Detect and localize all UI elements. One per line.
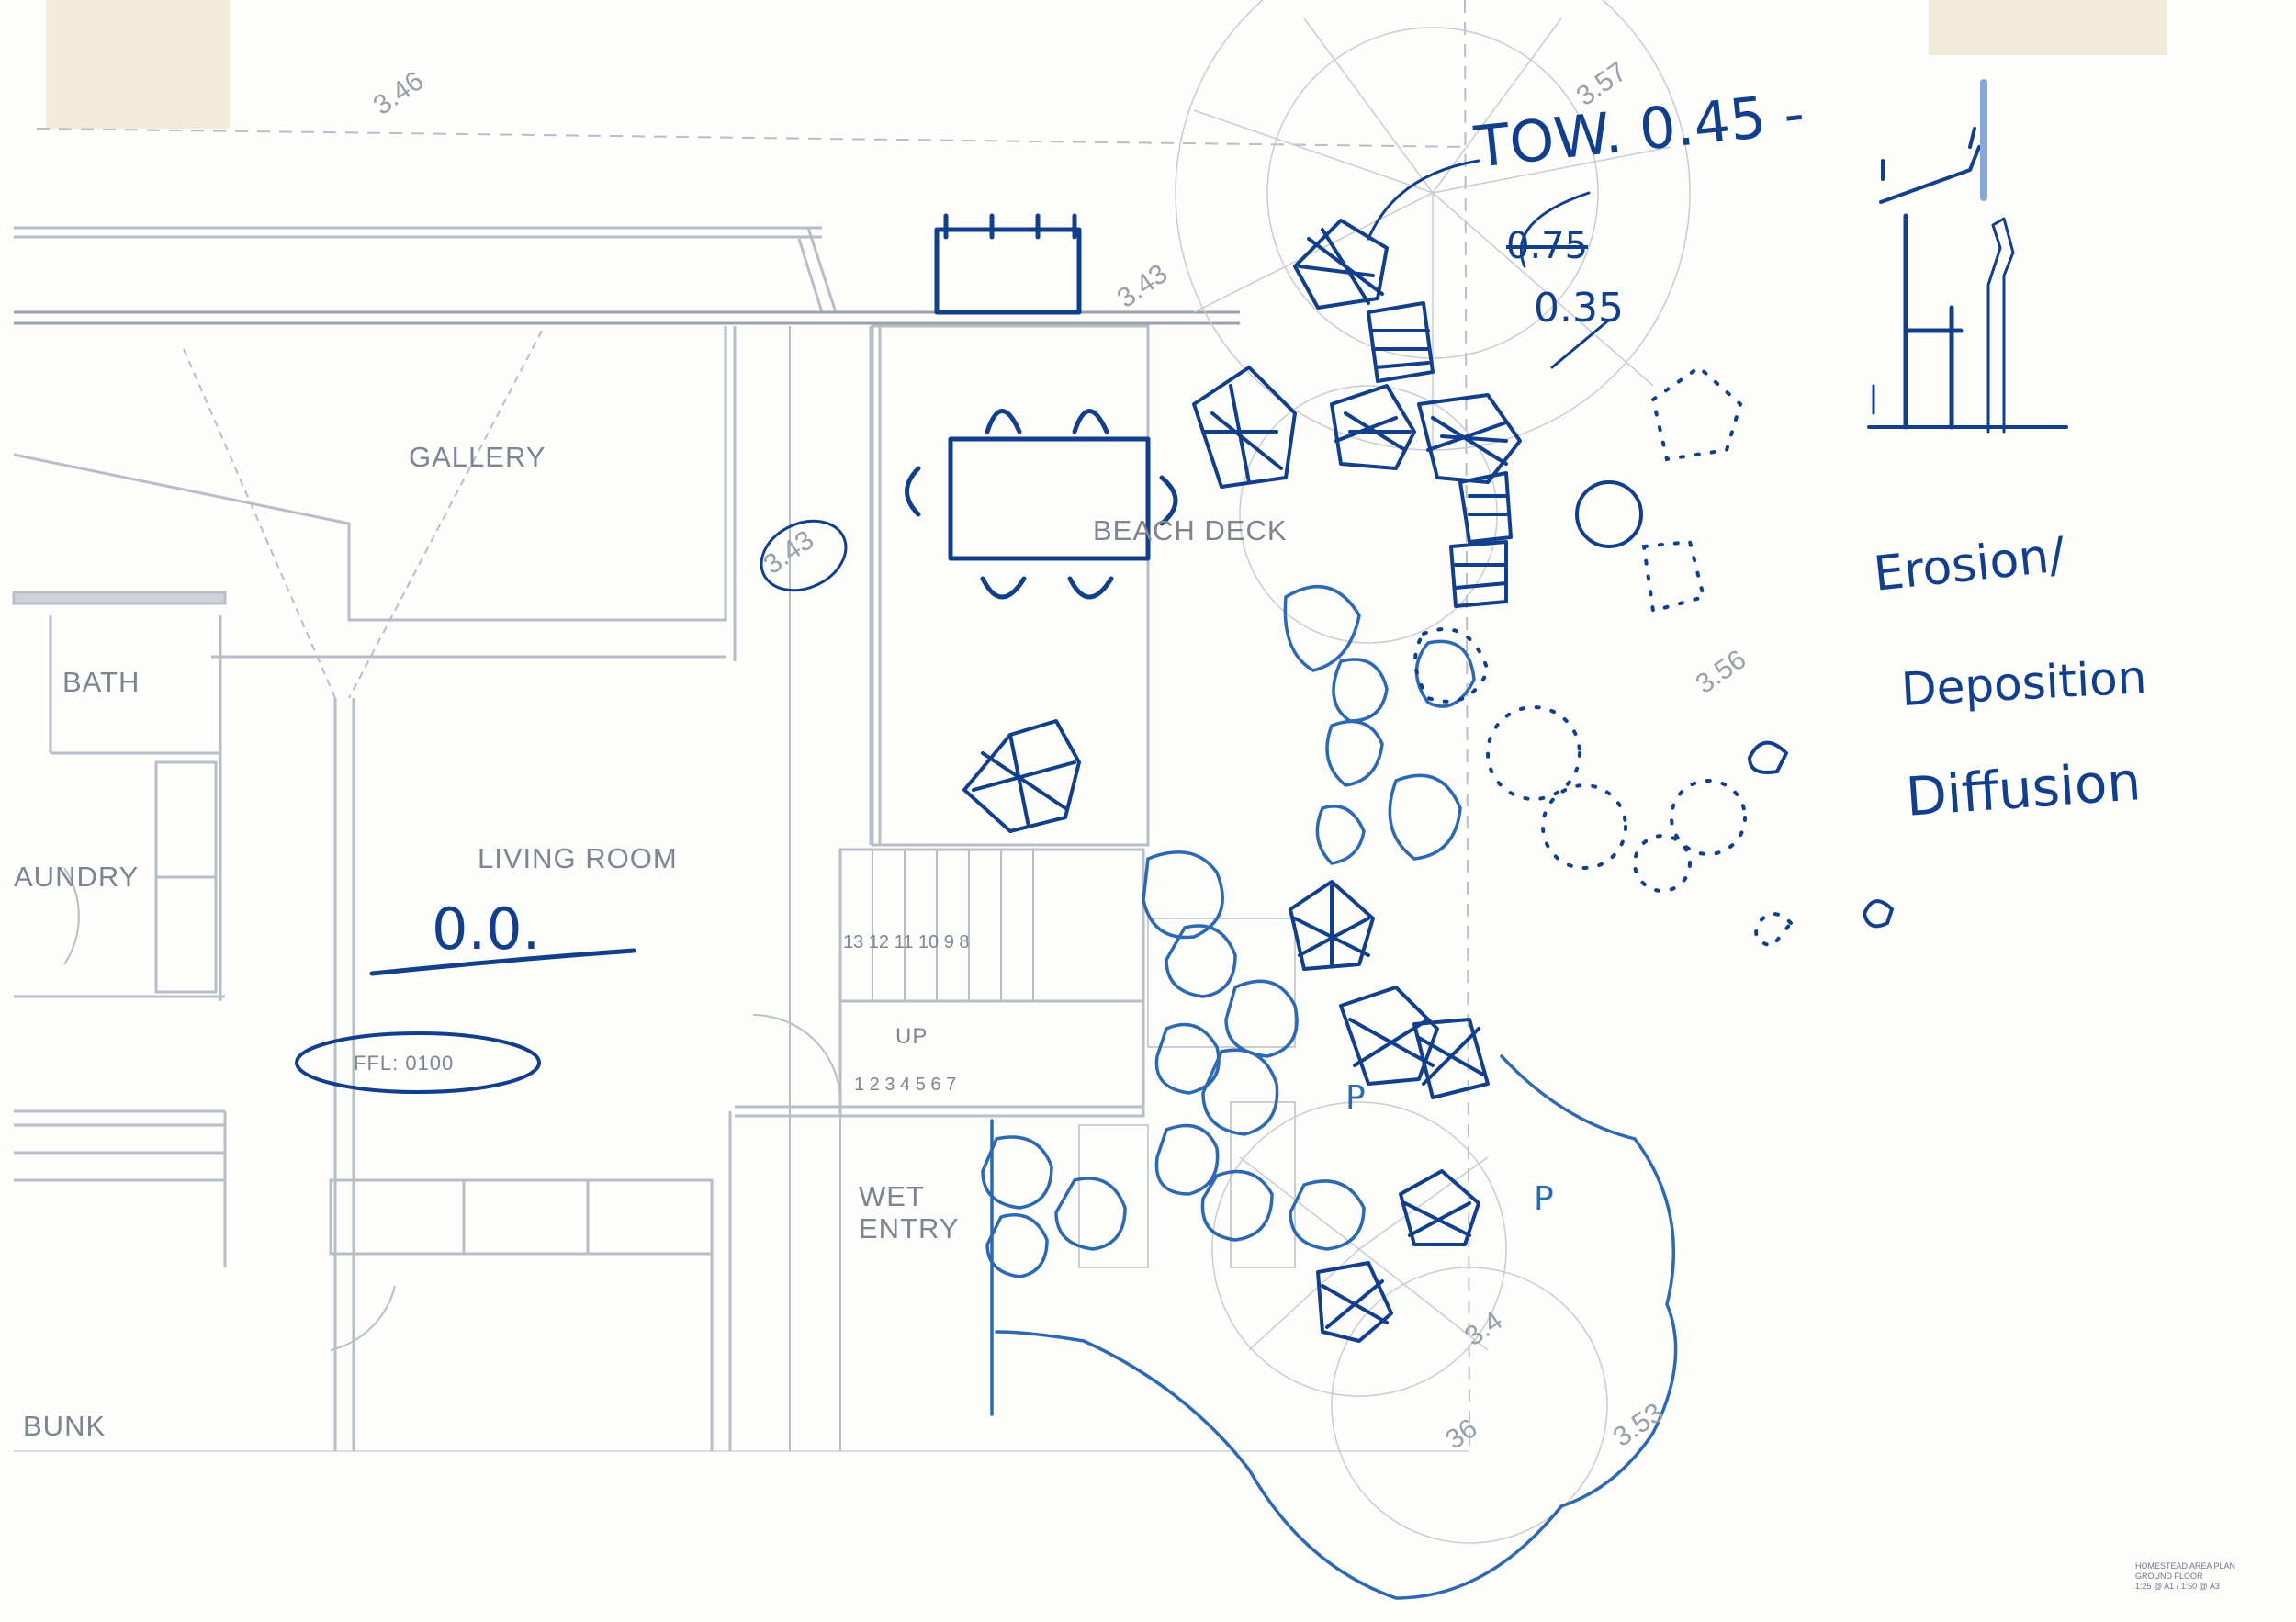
stair-numbers-lower: 1 2 3 4 5 6 7	[854, 1075, 957, 1095]
stair-numbers-upper: 13 12 11 10 9 8	[843, 932, 970, 952]
path-marker-p-1: P	[1345, 1079, 1366, 1117]
room-label-bath: BATH	[62, 666, 141, 698]
masking-tape-right	[1929, 0, 2167, 55]
living-level-annotation: 0.0.	[432, 895, 541, 963]
top-level-075: 0.75	[1506, 225, 1589, 267]
proposed-planting	[1413, 365, 1794, 949]
room-label-laundry: AUNDRY	[14, 861, 140, 893]
bench-sketch	[934, 227, 1082, 315]
dining-table-sketch	[948, 436, 1151, 561]
ffl-label: FFL: 0100	[354, 1052, 455, 1075]
title-block-name: HOMESTEAD AREA PLAN	[2135, 1561, 2236, 1571]
plan-walls	[12, 0, 1470, 1452]
room-label-wet: WET	[859, 1180, 925, 1212]
top-level-035: 0.35	[1534, 285, 1624, 332]
masking-tape-left	[46, 0, 230, 129]
room-label-living-room: LIVING ROOM	[478, 842, 678, 874]
tree-canopy-survey	[1175, 0, 1691, 1544]
title-block-floor: GROUND FLOOR	[2135, 1571, 2203, 1581]
title-block-scale: 1:25 @ A1 / 1:50 @ A3	[2135, 1582, 2220, 1591]
path-marker-p-2: P	[1534, 1180, 1554, 1218]
drawing-title-block: HOMESTEAD AREA PLAN GROUND FLOOR 1:25 @ …	[2135, 1561, 2282, 1592]
room-label-bunk: BUNK	[23, 1410, 107, 1442]
room-label-gallery: GALLERY	[409, 441, 546, 473]
small-shrubs	[1747, 740, 1895, 929]
hand-sketch-ink	[295, 79, 2068, 1343]
landscape-boundary	[981, 585, 1678, 1600]
room-label-beach-deck: BEACH DECK	[1093, 514, 1288, 546]
room-label-entry: ENTRY	[859, 1212, 960, 1245]
room-label-up: UP	[895, 1024, 929, 1049]
